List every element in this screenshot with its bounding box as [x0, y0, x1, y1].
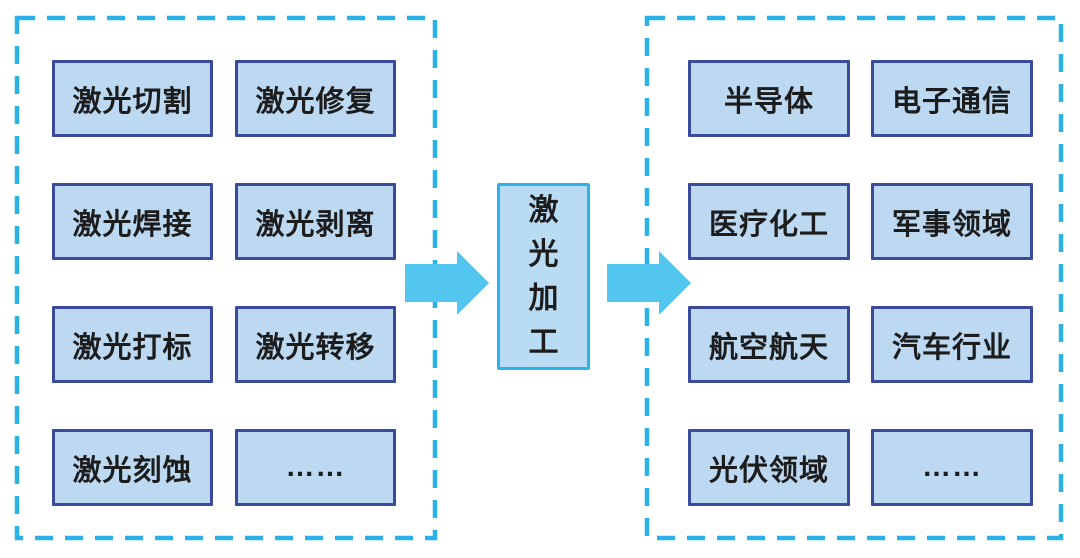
node-laser-transfer: 激光转移: [235, 306, 396, 383]
node-aerospace: 航空航天: [688, 306, 850, 383]
panel-application-fields: 半导体 电子通信 医疗化工 军事领域 航空航天 汽车行业 光伏领域 ……: [645, 16, 1065, 540]
node-laser-marking: 激光打标: [52, 306, 213, 383]
node-laser-etching: 激光刻蚀: [52, 429, 213, 506]
node-laser-liftoff: 激光剥离: [235, 183, 396, 260]
node-medical-chemical: 医疗化工: [688, 183, 850, 260]
node-automotive-industry: 汽车行业: [871, 306, 1033, 383]
node-semiconductor: 半导体: [688, 60, 850, 137]
node-laser-processing-center: 激光加工: [497, 183, 590, 370]
center-node-label: 激光加工: [528, 193, 559, 359]
node-more-processes-ellipsis: ……: [235, 429, 396, 506]
node-laser-repair: 激光修复: [235, 60, 396, 137]
arrow-right-icon: [607, 251, 691, 315]
node-military-field: 军事领域: [871, 183, 1033, 260]
panel-laser-processes: 激光切割 激光修复 激光焊接 激光剥离 激光打标 激光转移 激光刻蚀 ……: [15, 16, 437, 540]
node-electronic-communication: 电子通信: [871, 60, 1033, 137]
node-laser-welding: 激光焊接: [52, 183, 213, 260]
arrow-right-icon: [405, 251, 489, 315]
node-laser-cutting: 激光切割: [52, 60, 213, 137]
node-more-fields-ellipsis: ……: [871, 429, 1033, 506]
node-photovoltaic-field: 光伏领域: [688, 429, 850, 506]
